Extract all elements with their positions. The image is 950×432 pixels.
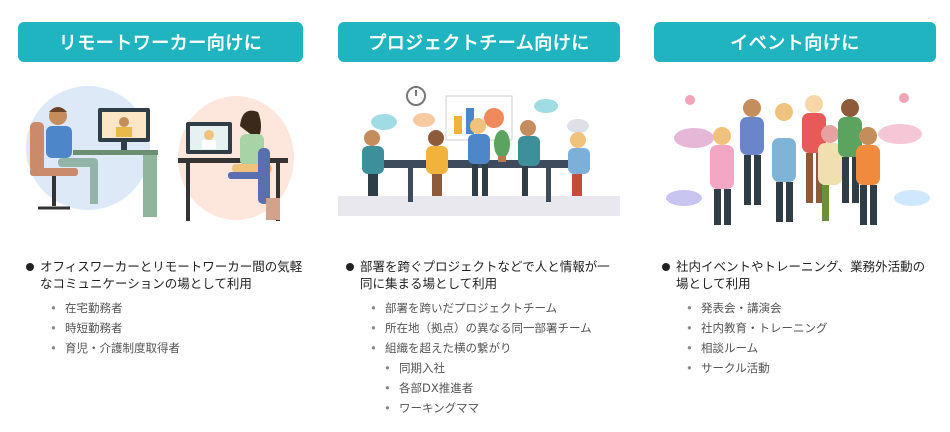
list-subitem: 同期入社 xyxy=(384,358,620,378)
header-project-team: プロジェクトチーム向けに xyxy=(338,22,620,62)
header-title: イベント向けに xyxy=(730,33,860,54)
main-point: 社内イベントやトレーニング、業務外活動の場として利用 xyxy=(660,258,936,292)
remote-work-illustration xyxy=(26,86,294,221)
main-point: 部署を跨ぐプロジェクトなどで人と情報が一同に集まる場として利用 xyxy=(344,258,620,292)
list-item: 在宅勤務者 xyxy=(50,298,303,318)
list-item: 社内教育・トレーニング xyxy=(686,318,936,338)
list-subitem: 各部DX推進者 xyxy=(384,378,620,398)
header-event: イベント向けに xyxy=(654,22,936,62)
list-item: 発表会・講演会 xyxy=(686,298,936,318)
list-item: 所在地（拠点）の異なる同一部署チーム xyxy=(370,318,620,338)
event-illustration xyxy=(666,93,930,225)
header-title: プロジェクトチーム向けに xyxy=(368,33,590,54)
list-item: 部署を跨いだプロジェクトチーム xyxy=(370,298,620,318)
list-subitem: ワーキングママ xyxy=(384,398,620,418)
list-item: 時短勤務者 xyxy=(50,318,303,338)
column-remote-worker: リモートワーカー向けに xyxy=(18,0,303,432)
list-item: 育児・介護制度取得者 xyxy=(50,338,303,358)
header-title: リモートワーカー向けに xyxy=(58,33,263,54)
list-item: 相談ルーム xyxy=(686,338,936,358)
main-point: オフィスワーカーとリモートワーカー間の気軽なコミュニケーションの場として利用 xyxy=(24,258,303,292)
header-remote-worker: リモートワーカー向けに xyxy=(18,22,303,62)
project-team-list: 部署を跨ぐプロジェクトなどで人と情報が一同に集まる場として利用 部署を跨いだプロ… xyxy=(344,258,620,418)
event-list: 社内イベントやトレーニング、業務外活動の場として利用 発表会・講演会 社内教育・… xyxy=(660,258,936,378)
list-item: サークル活動 xyxy=(686,358,936,378)
remote-worker-list: オフィスワーカーとリモートワーカー間の気軽なコミュニケーションの場として利用 在… xyxy=(24,258,303,358)
column-project-team: プロジェクトチーム向けに xyxy=(338,0,620,432)
project-team-illustration xyxy=(338,86,620,216)
list-item: 組織を超えた横の繋がり xyxy=(370,338,620,358)
column-event: イベント向けに 社内イベント xyxy=(654,0,936,432)
